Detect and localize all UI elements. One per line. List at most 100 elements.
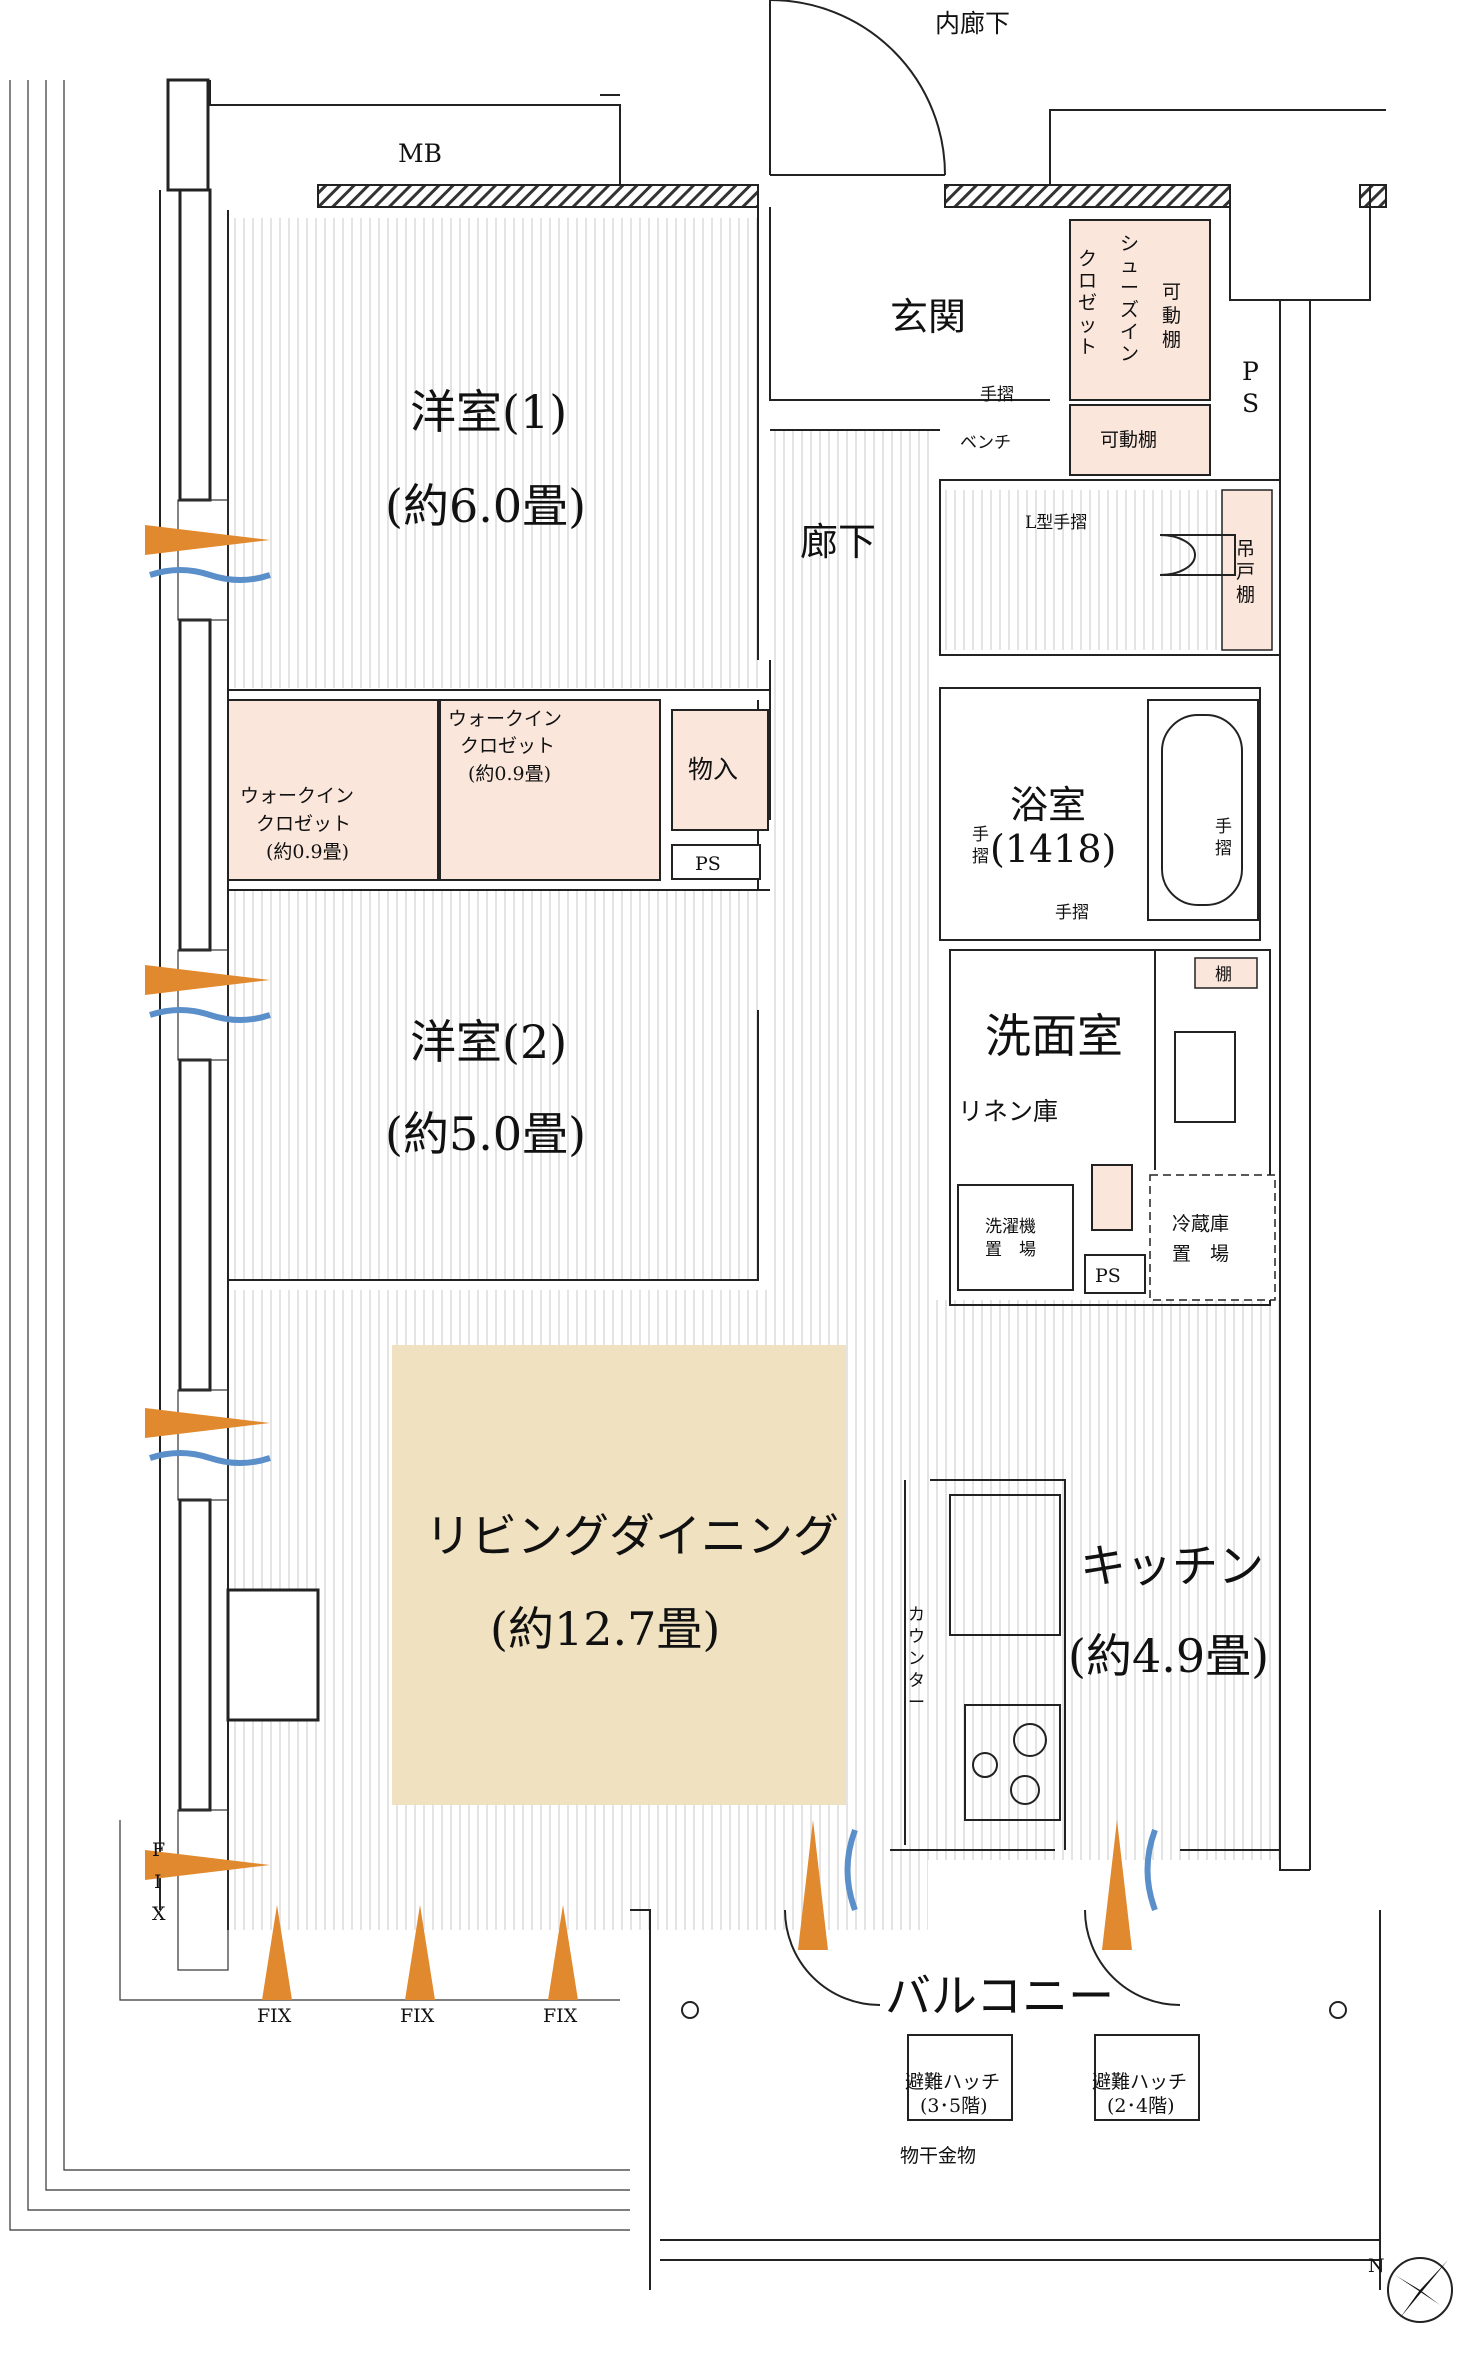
entrance-label: 玄関 — [890, 295, 966, 339]
bench-label: ベンチ — [960, 433, 1011, 453]
svg-text:摺: 摺 — [1215, 839, 1232, 859]
svg-text:ク: ク — [1078, 248, 1097, 270]
svg-text:ト: ト — [1078, 336, 1097, 358]
kitchen-size: (約4.9畳) — [1068, 1629, 1269, 1683]
bath-size: (1418) — [990, 827, 1116, 871]
svg-text:ー: ー — [1120, 277, 1139, 299]
svg-text:ー: ー — [908, 1693, 925, 1713]
hatch1-line1: 避難ハッチ — [905, 2071, 1000, 2093]
svg-text:ン: ン — [908, 1649, 925, 1669]
svg-text:ゼ: ゼ — [1078, 292, 1097, 314]
svg-text:吊: 吊 — [1236, 538, 1255, 560]
counter-label: カ ウ ン タ ー — [908, 1605, 925, 1713]
hatch1-line2: (3･5階) — [920, 2095, 988, 2117]
svg-text:ウォークイン: ウォークイン — [448, 708, 562, 730]
fridge-area — [1149, 1174, 1276, 1301]
l-handrail-label: L型手摺 — [1025, 513, 1087, 533]
fix-label-vertical: F I X — [152, 1839, 166, 1925]
drying-hardware-label: 物干金物 — [900, 2145, 976, 2167]
hatch2-line2: (2･4階) — [1107, 2095, 1175, 2117]
movable-shelf-label: 可動棚 — [1100, 429, 1157, 451]
svg-text:X: X — [152, 1903, 166, 1925]
hallway-label: 廊下 — [800, 520, 876, 564]
hanging-shelf-box — [1221, 489, 1273, 651]
exterior-walls — [159, 78, 1387, 1930]
toilet-floor — [940, 490, 1270, 650]
shelf-box — [1194, 957, 1258, 989]
svg-text:F: F — [152, 1839, 165, 1861]
svg-text:クロゼット: クロゼット — [460, 735, 555, 757]
movable-shelf-box — [1069, 404, 1211, 476]
hallway-floor — [770, 430, 930, 1300]
wic1 — [439, 699, 661, 881]
svg-text:ウ: ウ — [908, 1627, 925, 1647]
svg-text:I: I — [154, 1871, 162, 1893]
wic2-label: ウォークイン クロゼット (約0.9畳) — [240, 785, 354, 863]
closets — [227, 219, 1276, 1301]
washer-label-2: 置 場 — [985, 1240, 1036, 1260]
linen-label: リネン庫 — [958, 1097, 1058, 1126]
bedroom1-floor — [228, 218, 758, 688]
living-rug-area — [392, 1345, 846, 1805]
fridge-label-2: 置 場 — [1172, 1243, 1229, 1265]
shelf-label: 棚 — [1215, 965, 1232, 985]
svg-text:カ: カ — [908, 1605, 925, 1625]
svg-text:シ: シ — [1120, 233, 1139, 255]
hanging-shelf-label: 吊 戸 棚 — [1236, 538, 1255, 606]
svg-text:ロ: ロ — [1078, 270, 1097, 292]
kitchen-floor — [910, 1300, 1280, 1860]
left-windows — [177, 499, 229, 1971]
svg-text:(約0.9畳): (約0.9畳) — [266, 841, 349, 863]
svg-text:イ: イ — [1120, 321, 1139, 343]
svg-text:クロゼット: クロゼット — [256, 813, 351, 835]
bedroom2-size: (約5.0畳) — [385, 1107, 586, 1161]
interior-walls — [228, 207, 1281, 1850]
svg-text:ッ: ッ — [1078, 314, 1097, 336]
movable-shelf-vertical-label: 可 動 棚 — [1162, 281, 1181, 351]
living-name: リビングダイニング — [425, 1509, 839, 1563]
svg-text:ン: ン — [1120, 343, 1139, 365]
bath-name: 浴室 — [1010, 783, 1086, 827]
washer-label-1: 洗濯機 — [985, 1217, 1036, 1237]
kitchen-name: キッチン — [1080, 1539, 1264, 1593]
ps-label-2: PS — [1095, 1265, 1121, 1287]
balcony-label: バルコニー — [885, 1969, 1114, 2023]
mb-label: MB — [398, 139, 442, 168]
storage-closet — [671, 709, 769, 831]
shoe-closet-label: シ ュ ー ズ イ ン ク ロ ゼ ッ ト — [1078, 233, 1139, 365]
svg-text:ウォークイン: ウォークイン — [240, 785, 354, 807]
hatch-1 — [907, 2034, 1013, 2121]
balcony — [630, 1909, 1381, 2290]
svg-text:ズ: ズ — [1120, 299, 1139, 321]
bedroom2-floor — [228, 890, 758, 1280]
svg-text:動: 動 — [1162, 305, 1181, 327]
ps-box-2 — [1084, 1254, 1146, 1294]
wic2 — [227, 699, 439, 881]
compass — [1387, 2257, 1453, 2323]
bedroom2-name: 洋室(2) — [410, 1015, 567, 1069]
wic1-label: ウォークイン クロゼット (約0.9畳) — [448, 708, 562, 785]
storage-label: 物入 — [688, 755, 738, 784]
bedroom1-name: 洋室(1) — [410, 385, 567, 439]
fix-label-3: FIX — [543, 2005, 578, 2027]
washroom-label: 洗面室 — [985, 1009, 1123, 1063]
ps-vertical-label: P S — [1242, 357, 1259, 418]
svg-text:手: 手 — [1215, 817, 1232, 837]
svg-text:P: P — [1242, 357, 1259, 386]
washer-area — [957, 1184, 1074, 1291]
bath-handrail-bottom: 手摺 — [1055, 903, 1089, 923]
svg-text:(約0.9畳): (約0.9畳) — [468, 763, 551, 785]
shoe-closet — [1069, 219, 1211, 401]
handrail-label-entrance: 手摺 — [980, 385, 1014, 405]
bath-handrail-right: 手 摺 — [1215, 817, 1232, 859]
fix-label-2: FIX — [400, 2005, 435, 2027]
svg-text:タ: タ — [908, 1671, 925, 1691]
ps-box — [671, 844, 761, 880]
svg-text:手: 手 — [972, 825, 989, 845]
terrace-outline — [9, 80, 630, 2231]
entrance-door — [769, 0, 946, 176]
inner-corridor-label: 内廊下 — [935, 9, 1010, 38]
svg-text:戸: 戸 — [1236, 561, 1255, 583]
bedroom1-size: (約6.0畳) — [385, 479, 586, 533]
